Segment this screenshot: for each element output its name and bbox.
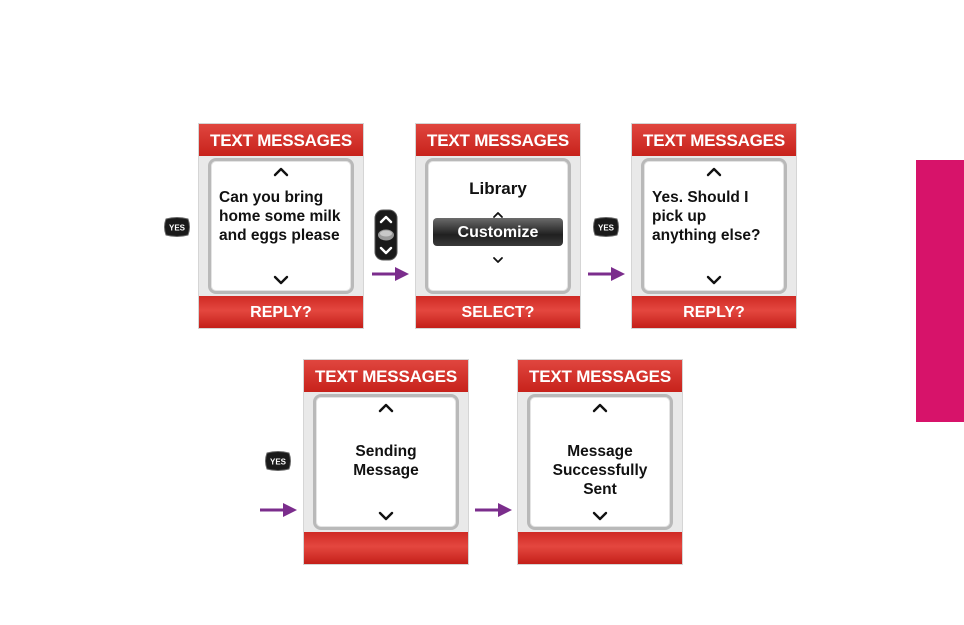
menu-panel: Library Customize xyxy=(425,158,571,294)
right-arrow-icon xyxy=(259,500,299,520)
screen-incoming-message: TEXT MESSAGES Can you bring home some mi… xyxy=(199,124,363,328)
yes-key-label: YES xyxy=(169,224,186,233)
chevron-down-icon xyxy=(377,511,395,521)
status-line: Sent xyxy=(530,480,670,499)
screen-title: TEXT MESSAGES xyxy=(199,124,363,156)
status-line: Message xyxy=(316,461,456,480)
screen-title: TEXT MESSAGES xyxy=(416,124,580,156)
chevron-up-icon xyxy=(272,167,290,177)
chevron-down-icon xyxy=(272,275,290,285)
status-text: Message Successfully Sent xyxy=(530,442,670,499)
menu-item-library: Library xyxy=(428,179,568,199)
chevron-up-icon xyxy=(492,206,504,214)
message-panel: Can you bring home some milk and eggs pl… xyxy=(208,158,354,294)
section-tab xyxy=(916,160,964,422)
message-line: and eggs please xyxy=(219,226,347,245)
screen-title: TEXT MESSAGES xyxy=(304,360,468,392)
message-line: anything else? xyxy=(652,226,780,245)
chevron-up-icon xyxy=(591,403,609,413)
status-line: Message xyxy=(530,442,670,461)
chevron-down-icon xyxy=(591,511,609,521)
yes-key-label: YES xyxy=(598,224,615,233)
chevron-down-icon xyxy=(492,251,504,259)
chevron-up-icon xyxy=(705,167,723,177)
screen-title: TEXT MESSAGES xyxy=(518,360,682,392)
screen-reply-message: TEXT MESSAGES Yes. Should I pick up anyt… xyxy=(632,124,796,328)
message-text: Can you bring home some milk and eggs pl… xyxy=(219,188,347,245)
menu-item-customize-selected: Customize xyxy=(433,218,563,246)
navigation-key-icon xyxy=(374,209,398,266)
chevron-up-icon xyxy=(377,403,395,413)
message-panel: Yes. Should I pick up anything else? xyxy=(641,158,787,294)
status-line: Successfully xyxy=(530,461,670,480)
status-panel: Message Successfully Sent xyxy=(527,394,673,530)
right-arrow-icon xyxy=(587,264,627,284)
right-arrow-icon xyxy=(474,500,514,520)
message-text: Yes. Should I pick up anything else? xyxy=(652,188,780,245)
screen-reply-menu: TEXT MESSAGES Library Customize SELECT? xyxy=(416,124,580,328)
softkey-bar xyxy=(304,532,468,564)
screen-title: TEXT MESSAGES xyxy=(632,124,796,156)
message-line: home some milk xyxy=(219,207,347,226)
screen-message-sent: TEXT MESSAGES Message Successfully Sent xyxy=(518,360,682,564)
status-panel: Sending Message xyxy=(313,394,459,530)
softkey-label: REPLY? xyxy=(632,296,796,328)
chevron-down-icon xyxy=(705,275,723,285)
yes-key-icon: YES xyxy=(263,450,293,477)
screen-sending-message: TEXT MESSAGES Sending Message xyxy=(304,360,468,564)
yes-key-icon: YES xyxy=(591,216,621,243)
status-text: Sending Message xyxy=(316,442,456,480)
yes-key-label: YES xyxy=(270,458,287,467)
message-line: Can you bring xyxy=(219,188,347,207)
softkey-label: REPLY? xyxy=(199,296,363,328)
status-line: Sending xyxy=(316,442,456,461)
right-arrow-icon xyxy=(371,264,411,284)
message-line: pick up xyxy=(652,207,780,226)
softkey-label: SELECT? xyxy=(416,296,580,328)
softkey-bar xyxy=(518,532,682,564)
message-line: Yes. Should I xyxy=(652,188,780,207)
yes-key-icon: YES xyxy=(162,216,192,243)
